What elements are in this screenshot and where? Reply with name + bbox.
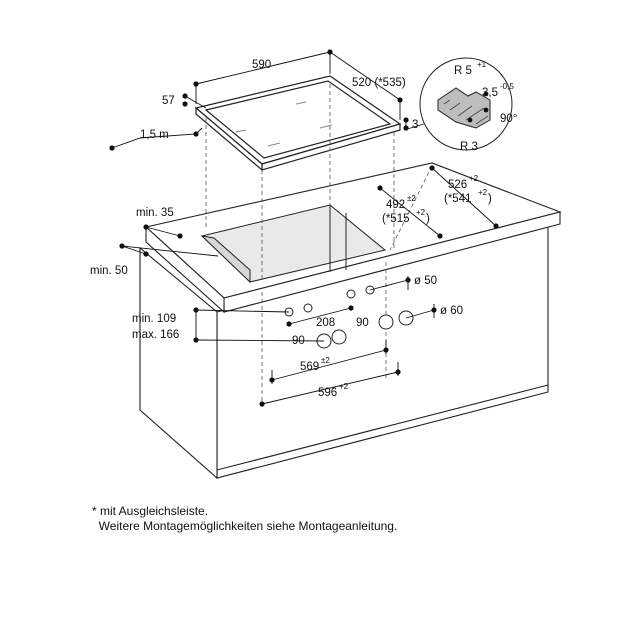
dimension-dots bbox=[109, 49, 499, 407]
label-596: 596 bbox=[318, 387, 337, 399]
dim-50-hole bbox=[369, 279, 409, 291]
label-35-tol: -0,5 bbox=[500, 82, 514, 91]
cooktop-glass bbox=[204, 80, 392, 159]
label-3: 3 bbox=[412, 119, 418, 131]
label-208: 208 bbox=[316, 317, 335, 329]
dim-208 bbox=[288, 307, 352, 325]
socket-large bbox=[378, 314, 394, 330]
socket bbox=[346, 289, 356, 299]
label-541-tol: +2 bbox=[478, 188, 488, 197]
label-hole50: ø 50 bbox=[414, 275, 437, 287]
socket-large bbox=[331, 329, 347, 345]
cabinet-plinth-line bbox=[216, 384, 549, 471]
dim-596 bbox=[261, 371, 399, 405]
label-515: (*515 bbox=[382, 213, 410, 225]
label-541: (*541 bbox=[444, 193, 472, 205]
cooktop-zone-marks bbox=[235, 101, 333, 147]
dim-492 bbox=[379, 187, 441, 237]
dim-57 bbox=[184, 95, 207, 109]
label-90a: 90 bbox=[292, 335, 305, 347]
socket bbox=[303, 303, 313, 313]
label-90b: 90 bbox=[356, 317, 369, 329]
cutout-inner-wall bbox=[200, 235, 251, 284]
label-detail-90: 90° bbox=[500, 113, 517, 125]
label-min50: min. 50 bbox=[90, 265, 128, 277]
dim-526 bbox=[431, 167, 497, 227]
detail-profile bbox=[437, 87, 491, 129]
label-526: 526 bbox=[448, 179, 467, 191]
cooktop bbox=[194, 75, 402, 172]
label-r3: R 3 bbox=[460, 141, 478, 153]
cabinet-side bbox=[139, 246, 218, 480]
dim-35 bbox=[145, 226, 181, 237]
labels: 590 520 (*535) 57 3 1,5 m min. 35 min. 5… bbox=[90, 59, 517, 399]
label-hole60: ø 60 bbox=[440, 305, 463, 317]
footnote-line-2: Weitere Montagemöglichkeiten siehe Monta… bbox=[92, 519, 398, 533]
label-492-tol: ±2 bbox=[407, 194, 416, 203]
label-569-tol: ±2 bbox=[321, 356, 330, 365]
cutout bbox=[200, 204, 387, 284]
dim-50 bbox=[121, 245, 147, 255]
label-max166: max. 166 bbox=[132, 329, 179, 341]
label-515-tol: +2 bbox=[416, 208, 426, 217]
label-492: 492 bbox=[386, 199, 405, 211]
detail-hatch bbox=[443, 99, 489, 125]
label-min35: min. 35 bbox=[136, 207, 174, 219]
label-590: 590 bbox=[252, 59, 271, 71]
cable bbox=[111, 127, 203, 149]
dim-590 bbox=[195, 51, 331, 85]
label-541-close: ) bbox=[488, 193, 492, 205]
dim-520 bbox=[329, 51, 401, 101]
label-35: 3,5 bbox=[482, 87, 498, 99]
label-cable: 1,5 m bbox=[140, 129, 169, 141]
label-r5-tol: +1 bbox=[477, 60, 487, 69]
detail-leader bbox=[403, 123, 425, 131]
edge-detail bbox=[403, 57, 513, 151]
label-57: 57 bbox=[162, 95, 175, 107]
worktop-side-edge bbox=[145, 225, 225, 314]
label-r5: R 5 bbox=[454, 65, 472, 77]
label-515-close: ) bbox=[426, 213, 430, 225]
cabinet bbox=[139, 225, 549, 480]
dim-569 bbox=[271, 349, 387, 381]
label-min109: min. 109 bbox=[132, 313, 176, 325]
footnote-line-1: * mit Ausgleichsleiste. bbox=[92, 504, 209, 518]
dim-60-hole bbox=[405, 309, 435, 319]
sockets bbox=[284, 285, 414, 349]
label-520: 520 (*535) bbox=[352, 77, 406, 89]
projection-lines bbox=[205, 84, 433, 404]
label-526-tol: +2 bbox=[469, 174, 479, 183]
label-596-tol: +2 bbox=[339, 382, 349, 391]
label-569: 569 bbox=[300, 361, 319, 373]
dimension-lines bbox=[111, 51, 497, 405]
